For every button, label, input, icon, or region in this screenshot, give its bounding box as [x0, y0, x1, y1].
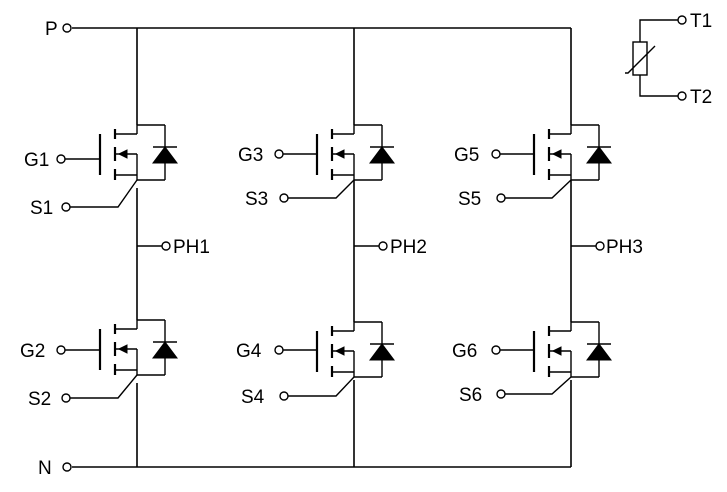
phase-label-ph3: PH3 [606, 237, 643, 258]
source-label-s6: S6 [459, 385, 482, 406]
thermistor: T1 T2 [625, 11, 712, 108]
switch-g6 [532, 320, 613, 379]
positive-rail: P [45, 19, 571, 40]
thermistor-label-t2: T2 [690, 87, 712, 108]
gate-label-g2: G2 [20, 341, 45, 362]
phase-outputs: PH1 PH2 PH3 [137, 237, 643, 258]
gate-label-g1: G1 [24, 150, 49, 171]
source-terminals: S1 S3 S5 S2 S4 S6 [28, 179, 572, 410]
gate-label-g6: G6 [452, 341, 477, 362]
phase-leg-wires [136, 28, 572, 467]
source-label-s4: S4 [241, 387, 265, 408]
gate-label-g5: G5 [454, 145, 479, 166]
rail-label-n: N [38, 458, 52, 479]
thermistor-label-t1: T1 [690, 11, 712, 32]
switch-g5 [532, 123, 613, 182]
switch-g1 [98, 123, 179, 182]
source-label-s5: S5 [458, 189, 481, 210]
gate-label-g3: G3 [238, 145, 263, 166]
phase-label-ph1: PH1 [173, 237, 210, 258]
switch-g3 [315, 123, 396, 182]
source-label-s2: S2 [28, 389, 51, 410]
negative-rail: N [38, 458, 571, 479]
switch-g2 [98, 318, 179, 377]
phase-label-ph2: PH2 [390, 237, 427, 258]
gate-terminals: G1 G3 G5 G2 G4 G6 [20, 145, 534, 362]
rail-label-p: P [45, 19, 58, 40]
source-label-s3: S3 [245, 189, 268, 210]
gate-label-g4: G4 [236, 341, 262, 362]
switch-g4 [315, 320, 396, 379]
source-label-s1: S1 [30, 198, 53, 219]
